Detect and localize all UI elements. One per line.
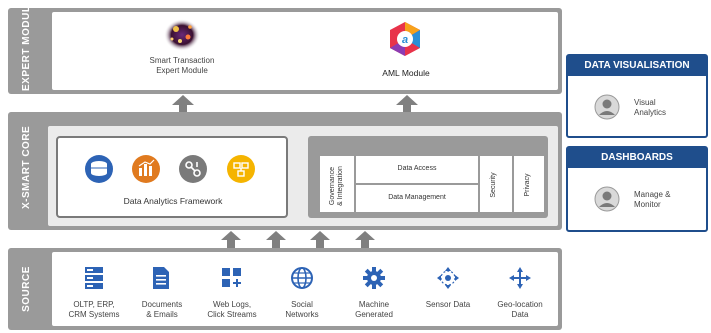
expert-modules-panel — [52, 12, 558, 90]
divider — [354, 156, 356, 212]
manage-monitor-label: Manage & Monitor — [634, 190, 671, 209]
analytics-framework-label: Data Analytics Framework — [123, 196, 223, 206]
gear-icon — [362, 266, 386, 290]
visual-analytics-label: Visual Analytics — [634, 98, 667, 117]
workflow-icon — [226, 154, 256, 184]
source-item-oltp-label: OLTP, ERP, CRM Systems — [68, 300, 120, 319]
user-avatar-icon — [594, 186, 620, 212]
aml-module-label: AML Module — [382, 68, 430, 78]
source-panel — [52, 252, 558, 326]
expert-modules-band: EXPERT MODULES — [8, 0, 562, 94]
data-visualisation-panel: DATA VISUALISATION — [566, 54, 708, 138]
geo-arrows-icon — [508, 266, 532, 290]
up-arrow-icon — [266, 231, 286, 248]
expert-modules-band-label: EXPERT MODULES — [21, 0, 32, 91]
svg-text:a: a — [402, 34, 408, 46]
up-arrow-icon — [355, 231, 375, 248]
database-icon — [84, 154, 114, 184]
security-label: Security — [490, 172, 497, 198]
divider — [478, 156, 480, 212]
user-avatar-icon — [594, 94, 620, 120]
up-arrow-icon — [221, 231, 241, 248]
divider — [512, 156, 514, 212]
up-arrow-icon — [310, 231, 330, 248]
document-icon — [152, 266, 170, 290]
server-stack-icon — [84, 266, 104, 290]
source-item-documents-label: Documents & Emails — [141, 300, 183, 319]
data-access-label: Data Access — [397, 165, 437, 172]
source-item-geo-label: Geo-location Data — [497, 300, 543, 319]
dashboards-title: DASHBOARDS — [568, 148, 706, 168]
governance-integration-label: Governance & Integration — [329, 166, 344, 206]
source-band-label: SOURCE — [21, 266, 32, 312]
source-item-social-label: Social Networks — [285, 300, 319, 319]
aml-logo-icon: a — [386, 20, 424, 58]
source-item-sensor-label: Sensor Data — [425, 300, 471, 309]
smart-transaction-label: Smart Transaction Expert Module — [149, 56, 215, 75]
source-band: SOURCE — [8, 248, 562, 330]
source-item-machine-label: Machine Generated — [355, 300, 393, 319]
divider — [356, 183, 478, 185]
grid-plus-icon — [221, 267, 243, 289]
connector-icon — [178, 154, 208, 184]
data-management-label: Data Management — [388, 194, 446, 201]
source-item-weblogs-label: Web Logs, Click Streams — [207, 300, 257, 319]
core-band-label: X-SMART CORE — [21, 125, 32, 209]
fractal-mesh-icon — [162, 17, 202, 53]
globe-icon — [290, 266, 314, 290]
dashboards-panel: DASHBOARDS — [566, 146, 708, 232]
data-visualisation-title: DATA VISUALISATION — [568, 56, 706, 76]
chart-icon — [131, 154, 161, 184]
sensor-icon — [436, 266, 460, 290]
privacy-label: Privacy — [524, 173, 531, 197]
